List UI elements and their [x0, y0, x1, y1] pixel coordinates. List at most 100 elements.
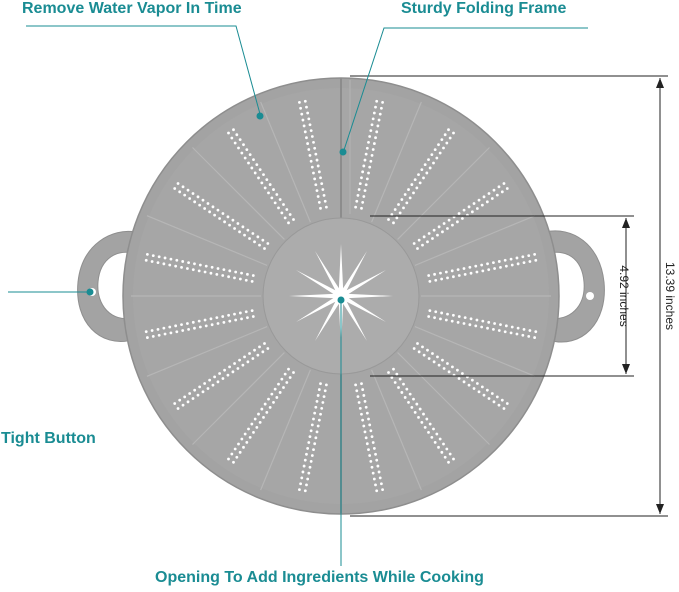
- vent-dot: [497, 403, 501, 407]
- vent-dot: [303, 489, 307, 493]
- vent-dot: [447, 218, 451, 222]
- vent-dot: [310, 135, 314, 138]
- vent-dot: [418, 181, 422, 185]
- vent-dot: [268, 406, 272, 409]
- vent-dot: [253, 417, 257, 421]
- vent-dot: [407, 401, 410, 404]
- vent-dot: [316, 424, 320, 428]
- vent-dot: [370, 435, 374, 439]
- vent-dot: [238, 450, 242, 454]
- vent-dot: [504, 264, 508, 268]
- vent-dot: [210, 323, 214, 327]
- vent-dot: [364, 405, 368, 409]
- vent-dot: [421, 345, 424, 349]
- vent-dot: [193, 262, 196, 266]
- vent-dot: [503, 330, 507, 334]
- vent-dot: [428, 422, 432, 426]
- vent-dot: [432, 427, 435, 431]
- vent-dot: [495, 395, 499, 399]
- vent-dot: [250, 422, 254, 426]
- vent-dot: [232, 128, 235, 132]
- vent-dot: [313, 411, 317, 415]
- vent-dot: [445, 447, 449, 451]
- vent-dot: [253, 240, 256, 244]
- vent-dot: [428, 279, 432, 283]
- vent-dot: [313, 442, 317, 446]
- vent-dot: [355, 199, 359, 203]
- vent-dot: [144, 330, 148, 334]
- vent-dot: [456, 220, 459, 224]
- vent-dot: [314, 405, 318, 409]
- vent-dot: [234, 270, 238, 274]
- vent-dot: [500, 190, 504, 194]
- vent-dot: [251, 357, 255, 360]
- vent-dot: [244, 310, 248, 314]
- vent-dot: [233, 447, 237, 451]
- vent-dot: [169, 257, 173, 261]
- vent-dot: [432, 360, 436, 364]
- vent-dot: [319, 176, 322, 180]
- vent-dot: [256, 353, 260, 357]
- vent-dot: [492, 400, 496, 404]
- vent-dot: [369, 429, 373, 433]
- vent-dot: [267, 191, 270, 195]
- vent-dot: [245, 148, 249, 152]
- vent-dot: [490, 392, 494, 395]
- vent-dot: [363, 430, 367, 434]
- vent-dot: [309, 429, 313, 433]
- callout-dots: [86, 112, 347, 304]
- vent-dot: [197, 319, 201, 323]
- vent-dot: [398, 211, 402, 215]
- vent-dot: [228, 269, 232, 273]
- dimension-arrowheads: [622, 78, 664, 514]
- dimension-lines: [350, 75, 668, 517]
- vent-dot: [492, 327, 495, 331]
- vent-dot: [492, 188, 496, 192]
- vent-dot: [298, 488, 301, 492]
- vent-dot: [470, 210, 474, 214]
- vent-dot: [371, 441, 375, 444]
- vent-dot: [443, 133, 447, 137]
- vent-dot: [474, 324, 478, 328]
- vent-dot: [497, 260, 501, 263]
- vent-dot: [365, 146, 369, 150]
- vent-dot: [442, 146, 445, 150]
- vent-dot: [378, 112, 382, 116]
- vent-dot: [446, 312, 449, 316]
- vent-dot: [379, 482, 383, 486]
- vent-dot: [534, 330, 538, 334]
- vent-dot: [257, 412, 260, 416]
- vent-dot: [356, 395, 360, 399]
- vent-dot: [251, 274, 255, 277]
- vent-dot: [533, 336, 537, 339]
- vent-dot: [302, 124, 306, 128]
- vent-dot: [437, 143, 440, 147]
- vent-dot: [440, 450, 444, 454]
- vent-dot: [197, 269, 201, 273]
- rib-line: [192, 352, 285, 445]
- vent-dot: [431, 237, 434, 240]
- rib-line: [414, 326, 536, 377]
- vent-dot: [497, 185, 501, 189]
- vent-dot: [522, 327, 526, 331]
- vent-dot: [533, 253, 537, 256]
- vent-dot: [502, 182, 506, 185]
- vent-dot: [299, 482, 303, 486]
- vent-dot: [446, 227, 449, 230]
- vent-dot: [315, 399, 319, 403]
- vent-dot: [369, 129, 373, 133]
- vent-dot: [288, 213, 292, 216]
- vent-dot: [369, 159, 373, 163]
- vent-dot: [443, 455, 447, 459]
- remove-water-vapor-label: Remove Water Vapor In Time: [22, 0, 242, 17]
- vent-dot: [243, 233, 246, 237]
- vent-dot: [368, 135, 372, 138]
- vent-dot: [451, 223, 454, 227]
- vent-dot: [469, 317, 473, 321]
- vent-dot: [307, 148, 311, 151]
- vent-dot: [417, 415, 420, 419]
- vent-dot: [505, 402, 509, 405]
- vent-dot: [528, 260, 532, 263]
- vent-dot: [173, 187, 177, 190]
- vent-dot: [407, 188, 410, 191]
